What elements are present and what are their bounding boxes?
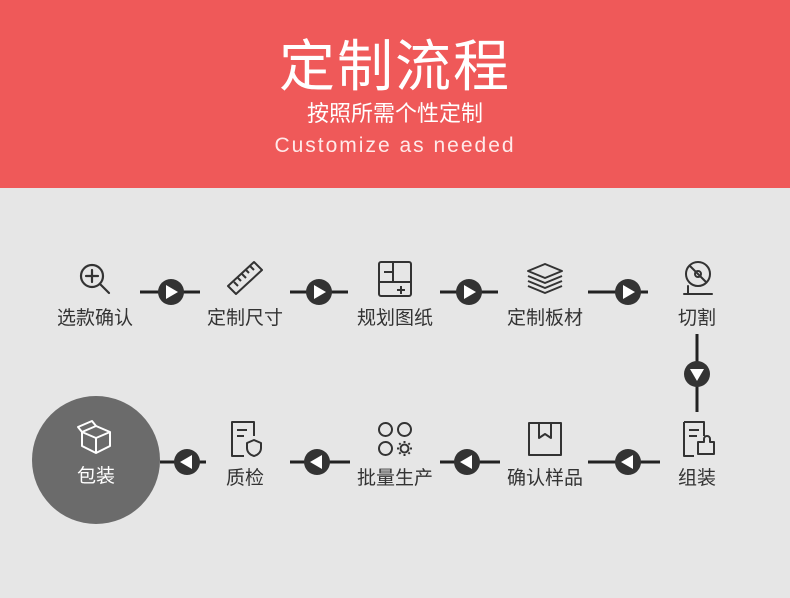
- header-banner: 定制流程 按照所需个性定制 Customize as needed: [0, 0, 790, 188]
- page-subtitle: 按照所需个性定制: [306, 102, 483, 127]
- zoom-in-icon: [79, 263, 111, 295]
- page-title: 定制流程: [279, 35, 511, 100]
- arrow-left-icon: [454, 449, 480, 475]
- arrow-down-icon: [684, 361, 710, 387]
- arrow-right-icon: [306, 279, 332, 305]
- blueprint-icon: [378, 261, 412, 297]
- step-confirm-sample: 确认样品: [480, 418, 610, 490]
- cutting-disc-icon: [683, 261, 713, 295]
- step-label: 组装: [677, 467, 716, 489]
- step-label: 选款确认: [56, 307, 133, 329]
- gear-grid-icon: [378, 422, 412, 456]
- ruler-icon: [227, 261, 263, 295]
- assembly-puzzle-icon: [683, 421, 715, 457]
- step-packaging: 包装: [32, 396, 160, 524]
- step-select-style: 选款确认: [30, 258, 160, 330]
- step-label: 包装: [76, 465, 115, 487]
- step-label: 切割: [677, 307, 716, 329]
- step-quality-inspection: 质检: [180, 418, 310, 490]
- sample-box-icon: [528, 422, 562, 456]
- arrow-left-icon: [304, 449, 330, 475]
- page-subtitle-english: Customize as needed: [274, 134, 516, 157]
- arrow-right-icon: [456, 279, 482, 305]
- arrow-left-icon: [615, 449, 641, 475]
- step-label: 规划图纸: [356, 307, 433, 329]
- arrow-right-icon: [158, 279, 184, 305]
- step-mass-production: 批量生产: [330, 418, 460, 490]
- flow-area: [0, 188, 790, 598]
- step-assembly: 组装: [632, 418, 762, 490]
- step-cutting: 切割: [632, 258, 762, 330]
- step-plan-drawing: 规划图纸: [330, 258, 460, 330]
- arrow-right-icon: [615, 279, 641, 305]
- arrow-left-icon: [174, 449, 200, 475]
- package-box-icon: [77, 420, 111, 454]
- shield-document-icon: [231, 421, 262, 457]
- step-label: 定制板材: [506, 307, 583, 329]
- step-label: 确认样品: [506, 467, 583, 489]
- step-label: 批量生产: [356, 467, 433, 489]
- step-custom-size: 定制尺寸: [180, 258, 310, 330]
- step-custom-board: 定制板材: [480, 258, 610, 330]
- step-label: 定制尺寸: [206, 307, 283, 329]
- stacked-sheets-icon: [527, 263, 563, 294]
- step-label: 质检: [225, 467, 264, 489]
